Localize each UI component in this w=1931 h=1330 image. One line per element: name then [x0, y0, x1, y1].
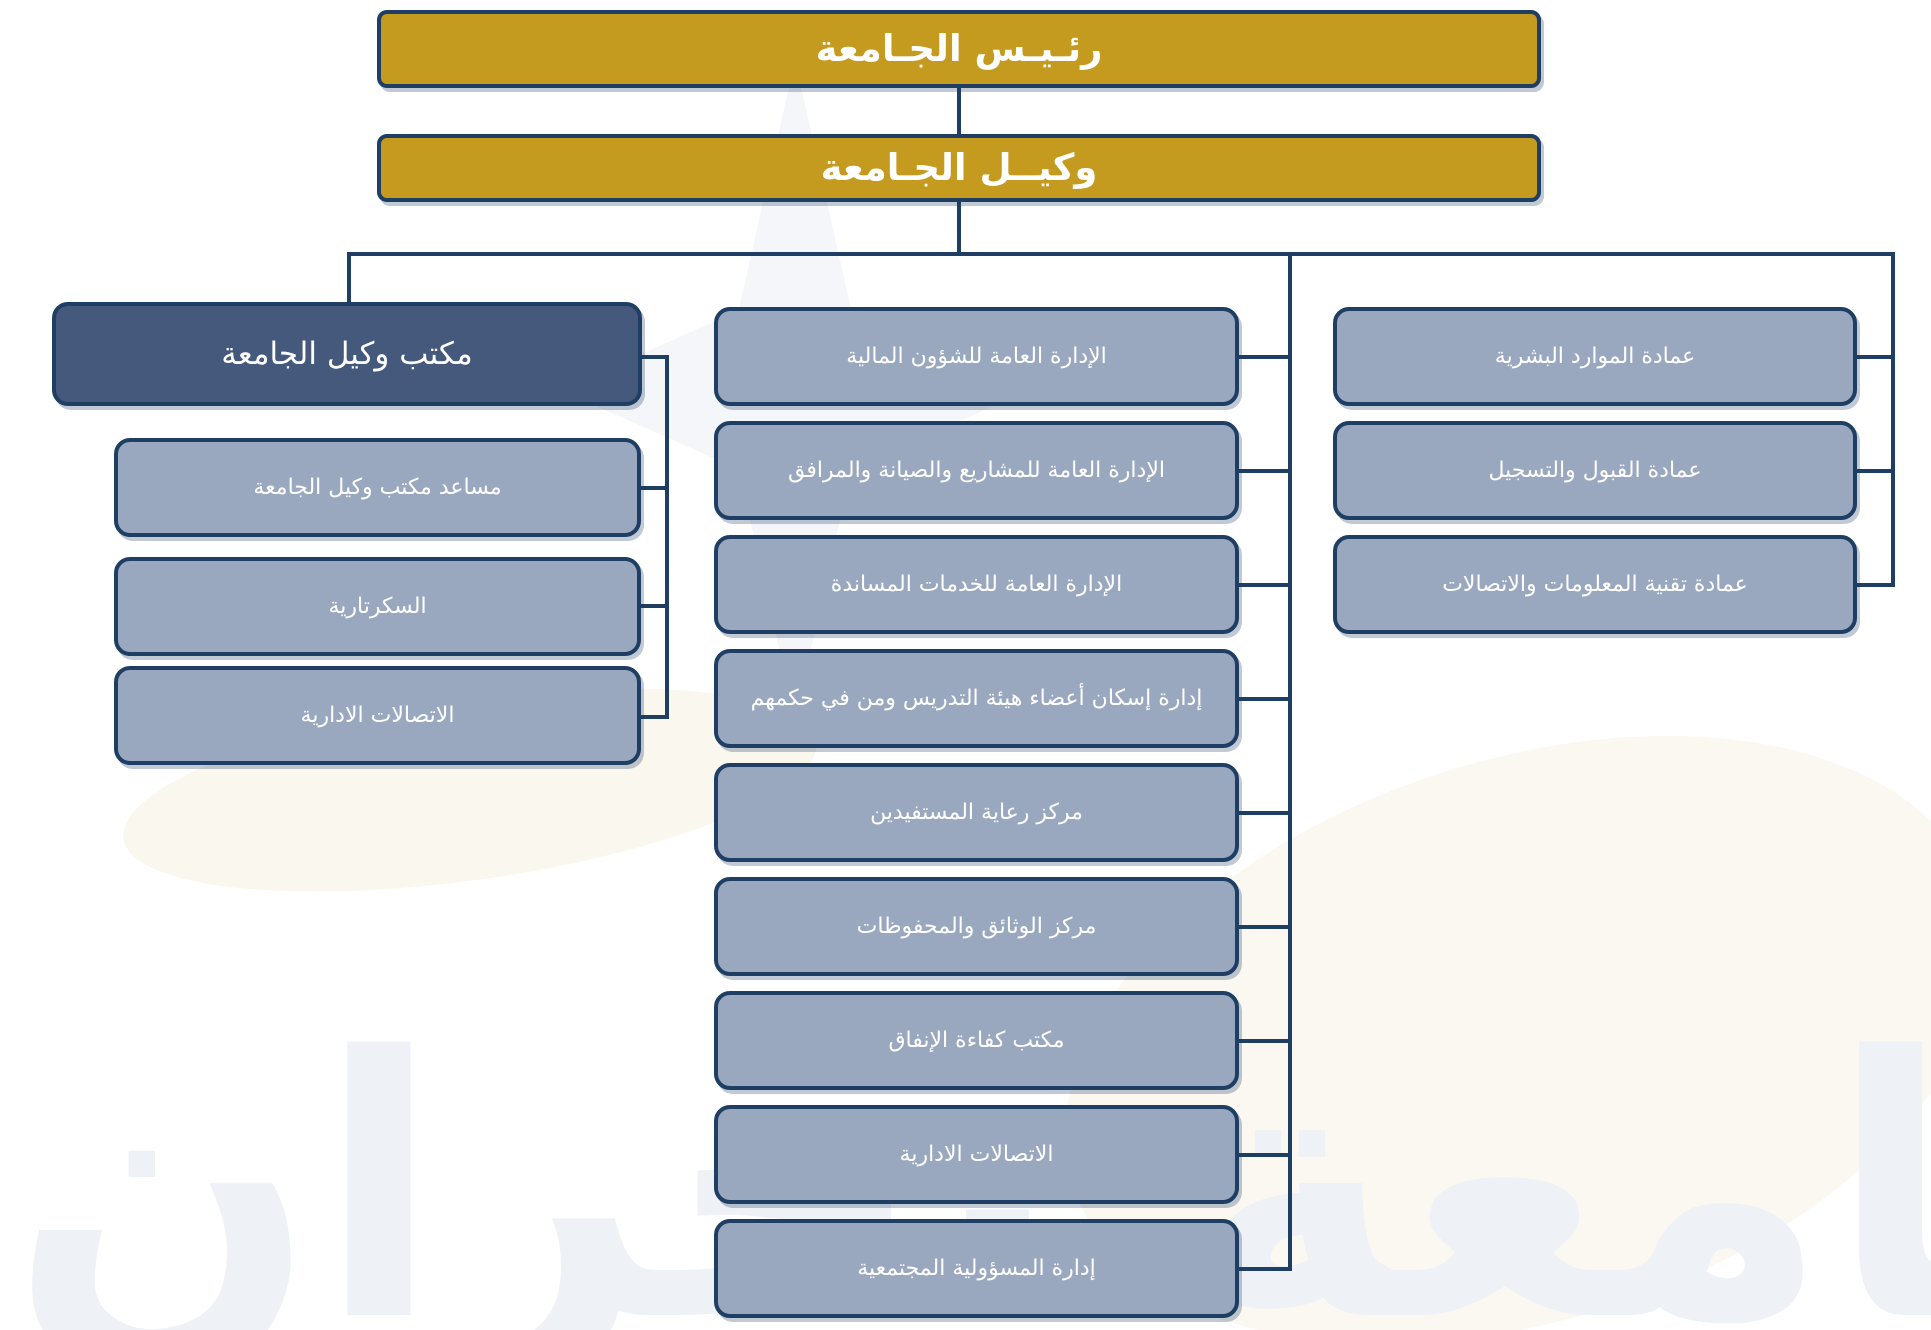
connector-line [641, 355, 669, 359]
org-unit-box: الإدارة العامة للمشاريع والصيانة والمراف… [714, 421, 1239, 520]
connector-line [1239, 1039, 1292, 1043]
connector-line [347, 252, 351, 306]
connector-line [665, 355, 669, 719]
president-box: رئـيـس الجـامعة [377, 10, 1541, 88]
connector-line [1891, 252, 1895, 587]
org-unit-box: عمادة الموارد البشرية [1333, 307, 1857, 406]
connector-line [1239, 355, 1292, 359]
org-unit-box: مركز رعاية المستفيدين [714, 763, 1239, 862]
org-unit-box: عمادة تقنية المعلومات والاتصالات [1333, 535, 1857, 634]
connector-line [1239, 925, 1292, 929]
org-unit-box: عمادة القبول والتسجيل [1333, 421, 1857, 520]
connector-line [641, 715, 669, 719]
connector-line [641, 604, 669, 608]
connector-line [1288, 252, 1292, 1270]
org-unit-box: الإدارة العامة للخدمات المساندة [714, 535, 1239, 634]
org-unit-box: الاتصالات الادارية [714, 1105, 1239, 1204]
org-unit-box: إدارة إسكان أعضاء هيئة التدريس ومن في حك… [714, 649, 1239, 748]
connector-line [1239, 811, 1292, 815]
connector-line [1239, 1267, 1292, 1271]
org-unit-box: مساعد مكتب وكيل الجامعة [114, 438, 641, 537]
org-unit-box: الإدارة العامة للشؤون المالية [714, 307, 1239, 406]
connector-line [1857, 583, 1895, 587]
connector-line [1239, 697, 1292, 701]
org-unit-box: مركز الوثائق والمحفوظات [714, 877, 1239, 976]
connector-line [1239, 583, 1292, 587]
connector-line [641, 486, 669, 490]
connector-line [1239, 1153, 1292, 1157]
connector-line [957, 86, 961, 136]
org-unit-box: الاتصالات الادارية [114, 666, 641, 765]
connector-line [1239, 469, 1292, 473]
connector-line [1857, 469, 1895, 473]
vice-president-box: وكيــل الجـامعة [377, 134, 1541, 202]
vice-office-box: مكتب وكيل الجامعة [52, 302, 642, 406]
connector-line [957, 200, 961, 254]
org-unit-box: السكرتارية [114, 557, 641, 656]
org-unit-box: مكتب كفاءة الإنفاق [714, 991, 1239, 1090]
org-unit-box: إدارة المسؤولية المجتمعية [714, 1219, 1239, 1318]
connector-line [1857, 355, 1895, 359]
connector-line [347, 252, 1895, 256]
